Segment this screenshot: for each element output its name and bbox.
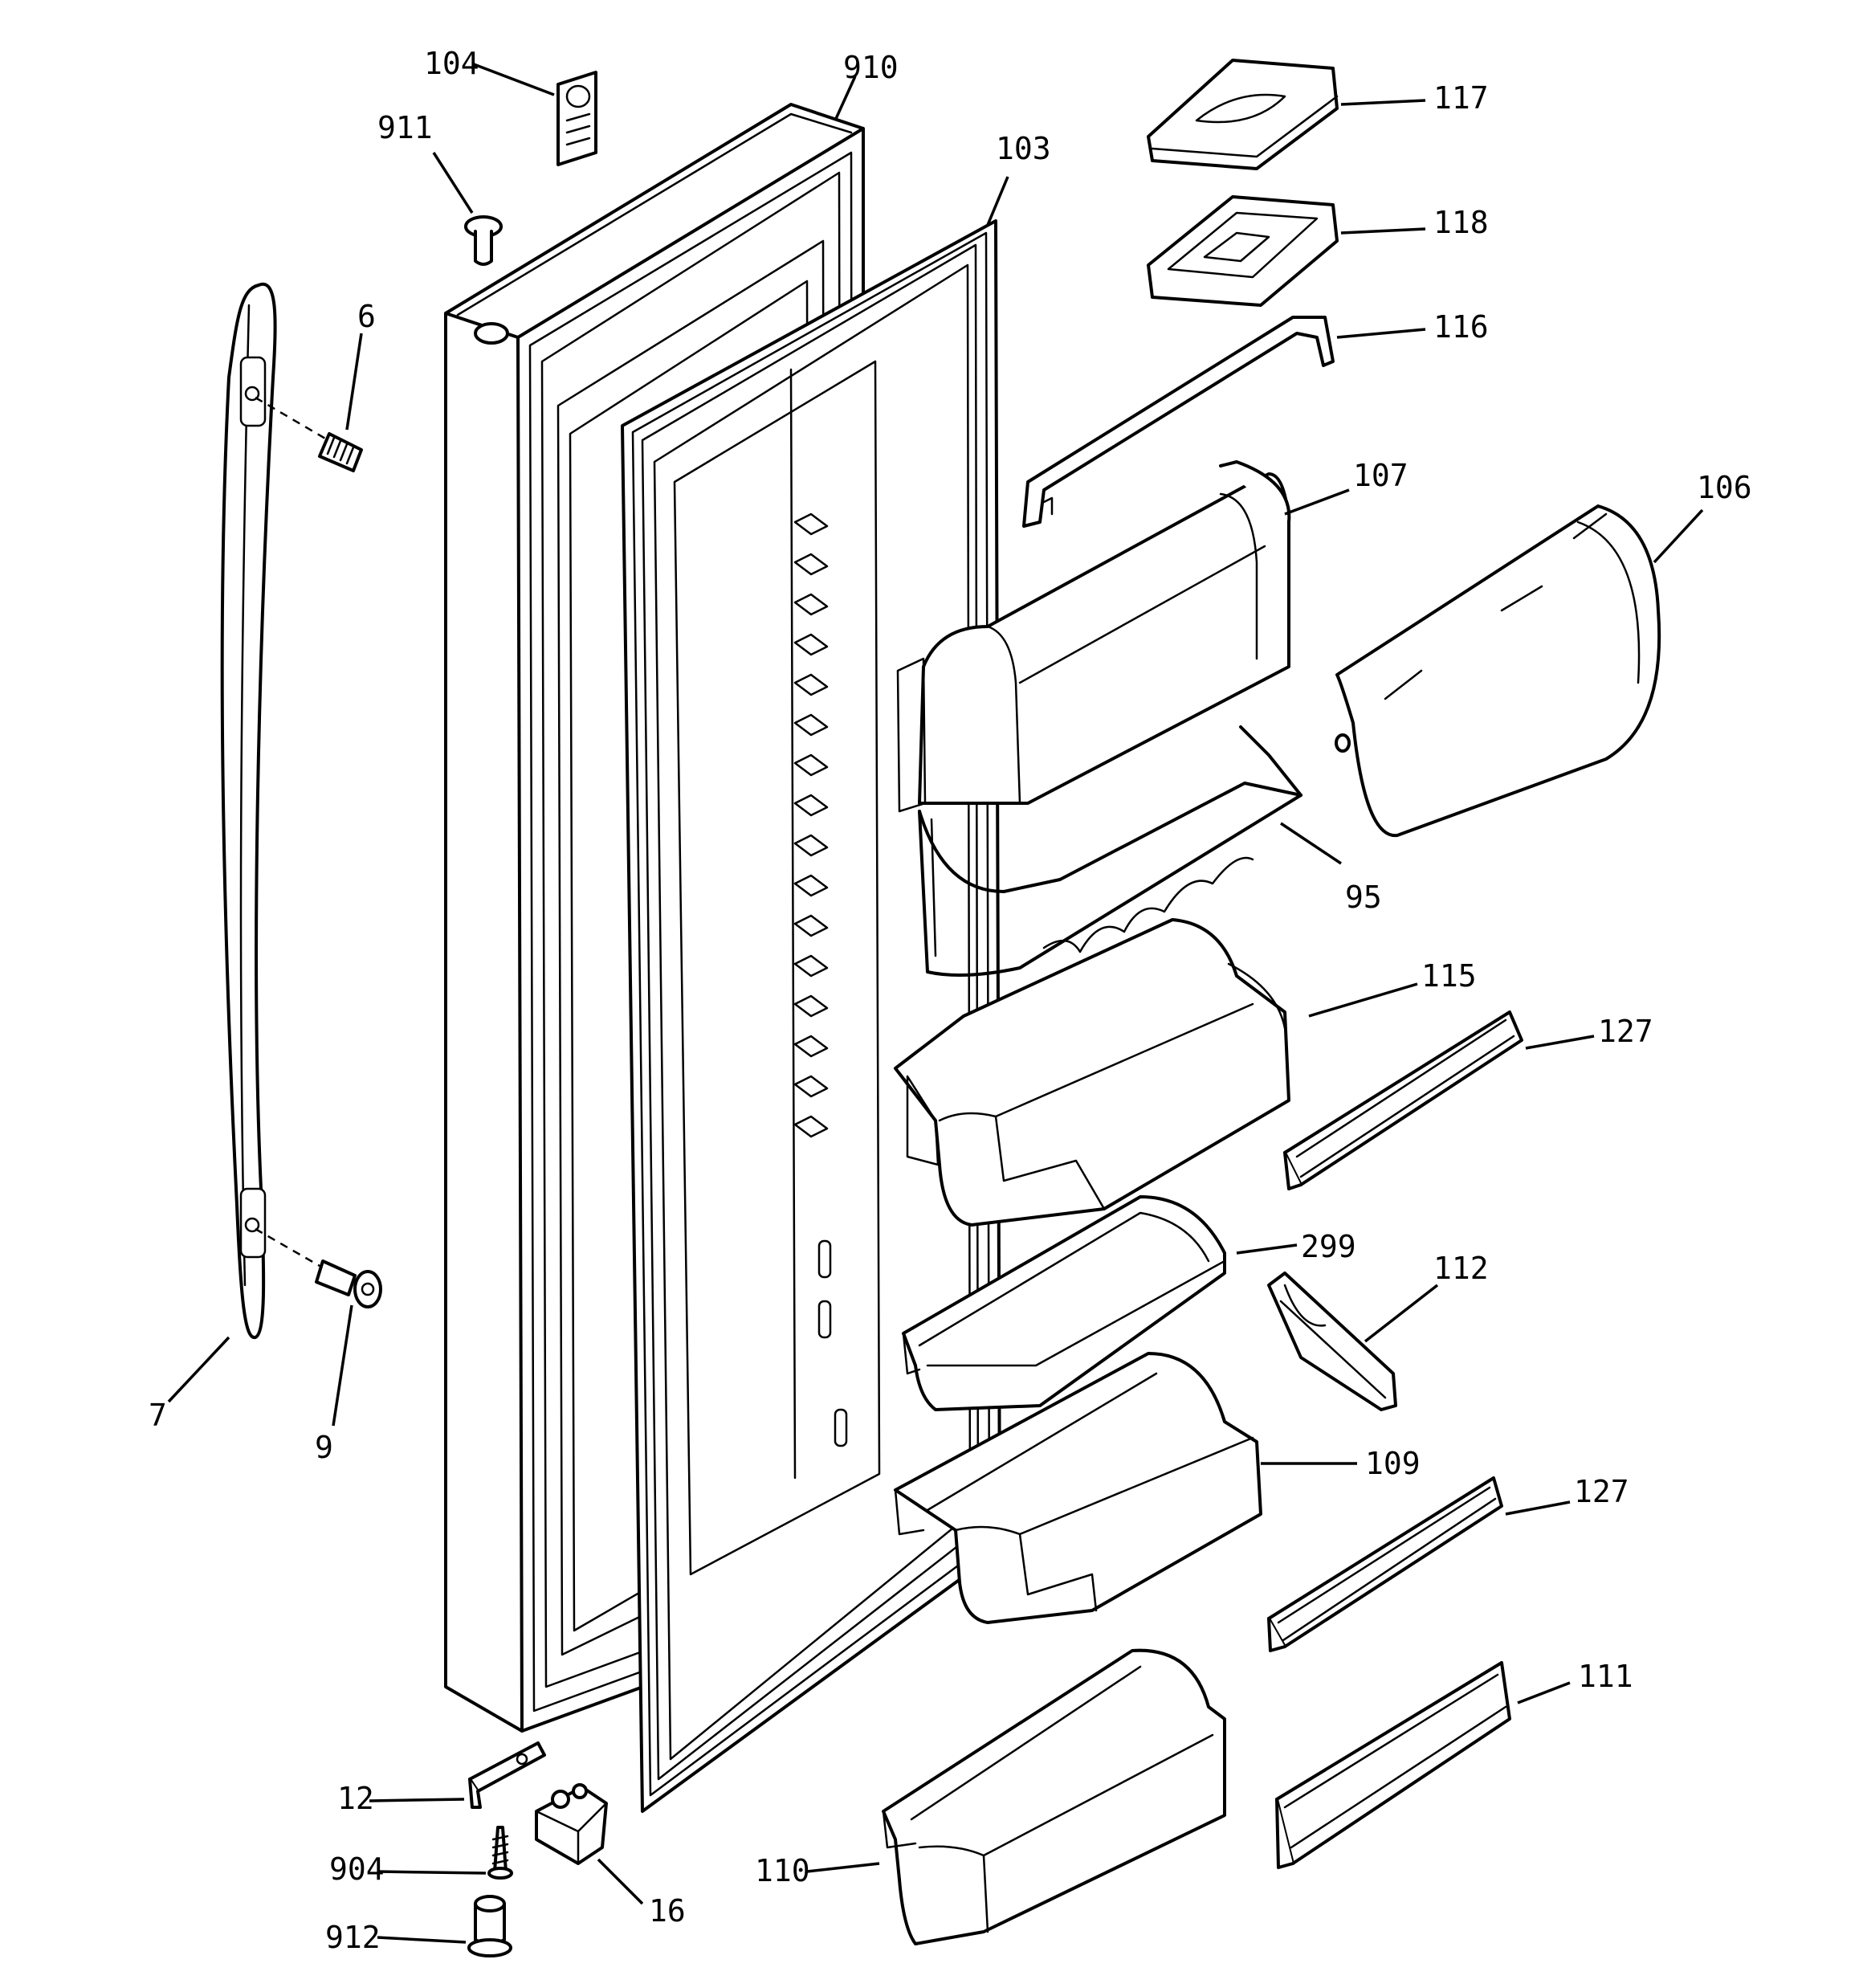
door-bin-large-middle	[894, 1352, 1262, 1624]
door-badge	[556, 71, 597, 166]
label-127-upper: 127	[1598, 1014, 1653, 1049]
label-299: 299	[1301, 1229, 1356, 1264]
bin-trim-upper	[1283, 1010, 1523, 1190]
door-handle	[220, 282, 277, 1340]
label-95: 95	[1345, 880, 1382, 915]
label-9: 9	[315, 1430, 333, 1465]
label-904: 904	[329, 1851, 385, 1887]
label-12: 12	[337, 1781, 374, 1816]
label-7: 7	[149, 1398, 167, 1433]
hinge-bushing	[467, 1895, 512, 1957]
handle-screw-top	[255, 396, 363, 472]
label-117: 117	[1433, 80, 1489, 116]
handle-screw-bottom	[255, 1227, 382, 1308]
dairy-bin-door	[1335, 504, 1661, 838]
label-6: 6	[357, 299, 376, 334]
wine-bottle-rack	[918, 725, 1302, 977]
dairy-door-cover	[1147, 59, 1339, 170]
bottom-hinge	[535, 1783, 608, 1865]
dairy-compartment-base	[1147, 195, 1339, 307]
part-number-labels: 104 910 911 103 117 118 116 6 107 106 95…	[149, 46, 1752, 1955]
door-bin-small	[902, 1195, 1226, 1411]
door-gasket-and-liner	[621, 219, 1001, 1813]
label-910: 910	[843, 50, 899, 85]
label-107: 107	[1353, 458, 1408, 493]
label-106: 106	[1697, 470, 1752, 505]
bin-divider-clip	[1267, 1272, 1397, 1411]
liner-shelf-clips	[793, 512, 848, 1447]
label-16: 16	[649, 1893, 686, 1929]
label-104: 104	[424, 46, 479, 81]
label-112: 112	[1433, 1251, 1489, 1286]
label-109: 109	[1365, 1446, 1421, 1481]
label-116: 116	[1433, 309, 1489, 345]
label-110: 110	[755, 1853, 810, 1888]
door-bin-large-upper	[894, 918, 1290, 1227]
label-912: 912	[325, 1920, 381, 1955]
hinge-bracket	[468, 1741, 546, 1809]
mounting-screw	[487, 1826, 513, 1880]
door-bin-large-lower	[882, 1648, 1226, 1945]
hinge-cap	[464, 215, 503, 266]
shelf-retainer-bar	[1022, 316, 1335, 528]
label-111: 111	[1578, 1659, 1633, 1694]
bin-trim-lower	[1275, 1661, 1511, 1869]
label-115: 115	[1421, 958, 1477, 994]
label-103: 103	[996, 131, 1051, 166]
label-911: 911	[377, 110, 433, 145]
label-118: 118	[1433, 205, 1489, 240]
label-127-middle: 127	[1574, 1474, 1629, 1509]
leader-lines	[167, 63, 1704, 1944]
door-shelf-upper	[896, 460, 1291, 813]
bin-trim-middle	[1267, 1476, 1503, 1652]
